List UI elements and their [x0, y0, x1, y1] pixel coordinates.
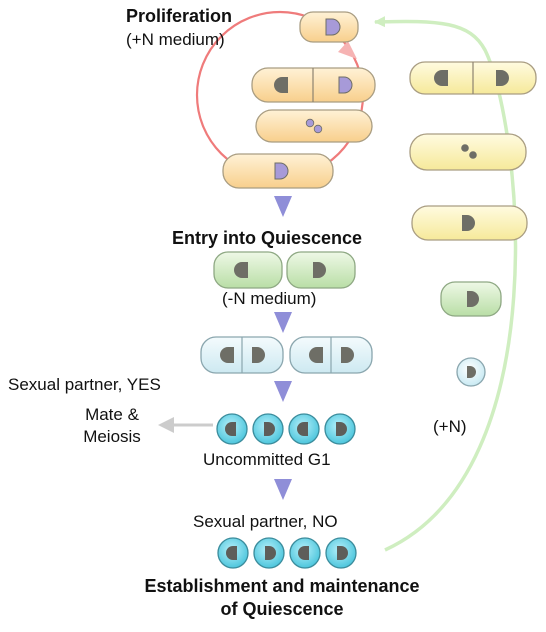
nucleus-dark — [467, 291, 479, 307]
mate-arrow — [158, 417, 213, 433]
nucleus-dark — [467, 366, 476, 378]
nucleus-dark — [462, 215, 475, 231]
proliferation-cells — [222, 11, 376, 189]
proliferation-cell-dots — [255, 109, 373, 143]
nucleus-dark — [298, 546, 309, 560]
down-arrow-2 — [274, 312, 292, 333]
proliferation-medium-label: (+N medium) — [126, 30, 225, 49]
proliferation-title: Proliferation — [126, 6, 233, 26]
nucleus-dark — [274, 77, 288, 93]
nucleus-dark — [336, 422, 347, 436]
nucleus-dark — [434, 70, 448, 86]
nucleus-dark — [297, 422, 308, 436]
nucleus-dark — [313, 262, 326, 278]
quiescent-cells — [217, 537, 357, 569]
nucleus-dark — [226, 546, 237, 560]
return-arrow — [373, 16, 518, 552]
down-arrow-4 — [274, 479, 292, 500]
down-arrow-3 — [274, 381, 292, 402]
nucleus-dark — [265, 546, 276, 560]
nucleus-purple — [325, 18, 341, 36]
down-arrow-1 — [274, 196, 292, 217]
meiosis-label: Meiosis — [83, 427, 141, 446]
nucleus-dark — [309, 347, 323, 363]
nucleus-dark — [234, 262, 248, 278]
g1-cells — [216, 413, 356, 445]
plus-n-label: (+N) — [433, 417, 467, 436]
recovery-cell-dots — [409, 133, 527, 171]
nucleus-dark — [341, 347, 354, 363]
entry-quiescence-title: Entry into Quiescence — [172, 228, 363, 248]
stage-arrows — [274, 196, 292, 500]
nucleus-dark — [252, 347, 265, 363]
nucleus-purple — [338, 76, 353, 94]
quiescence-title: of Quiescence — [220, 599, 344, 619]
nucleus-dark — [264, 422, 275, 436]
nucleus-dark — [225, 422, 236, 436]
mate-label: Mate & — [85, 405, 139, 424]
entry-cells — [213, 251, 356, 289]
nucleus-dark — [496, 70, 509, 86]
cycle-arrowhead — [338, 41, 357, 59]
uncommitted-g1-label: Uncommitted G1 — [203, 450, 331, 469]
sexual-partner-no-label: Sexual partner, NO — [193, 512, 338, 531]
recovery-cells — [409, 61, 537, 387]
minus-n-medium-label: (-N medium) — [222, 289, 317, 308]
pale-cells — [200, 336, 373, 374]
nucleus-purple — [274, 162, 289, 180]
nucleus-dark — [220, 347, 234, 363]
sexual-partner-yes-label: Sexual partner, YES — [8, 375, 161, 394]
establishment-title: Establishment and maintenance — [144, 576, 420, 596]
nucleus-dark — [337, 546, 348, 560]
